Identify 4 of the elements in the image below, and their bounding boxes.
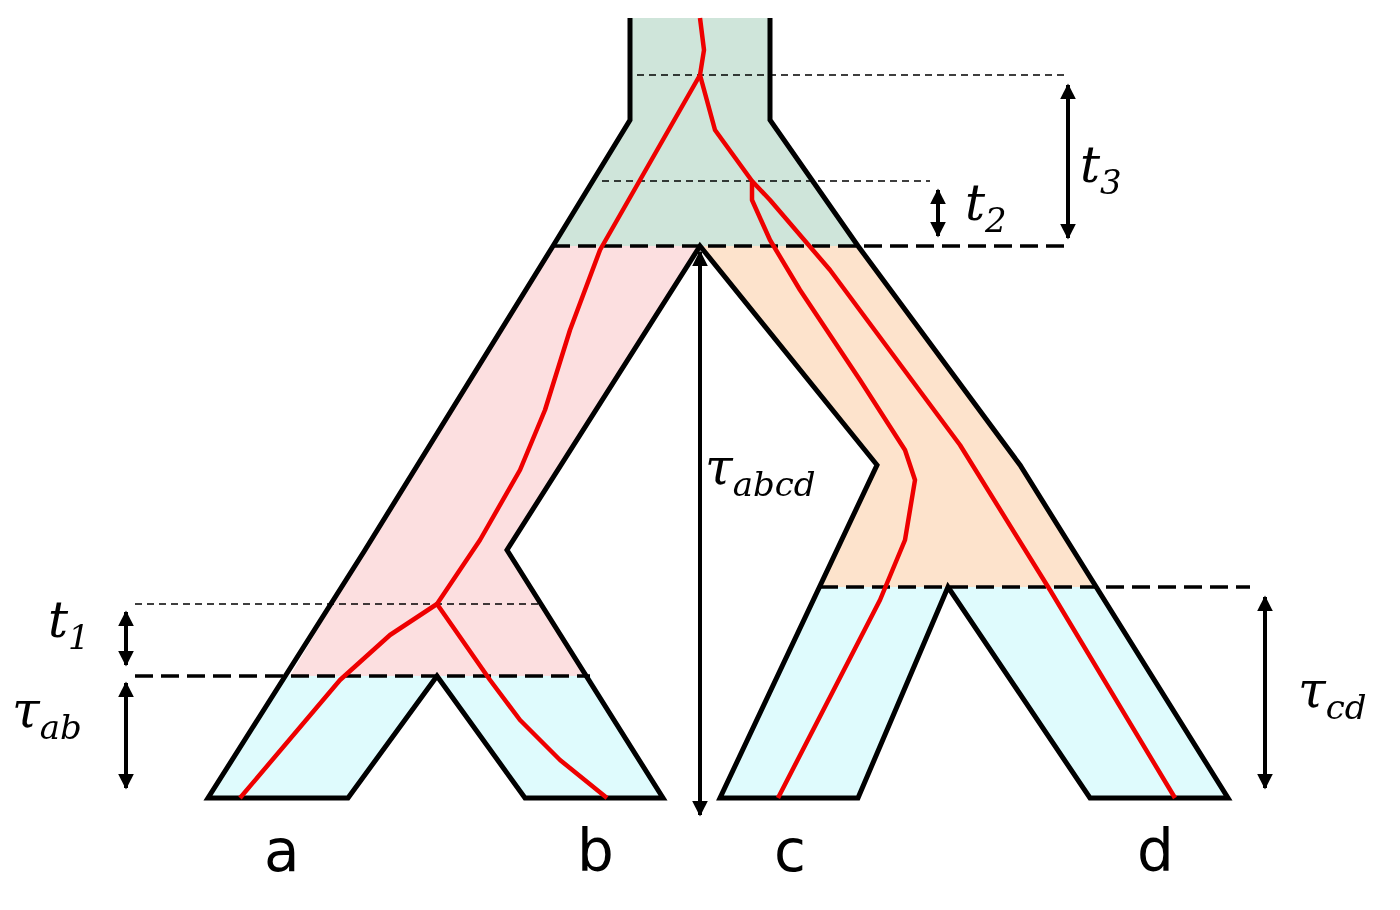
species-label: b: [577, 822, 614, 880]
species-label: c: [774, 822, 806, 880]
species-label: a: [264, 822, 300, 880]
species-label: d: [1137, 822, 1174, 880]
